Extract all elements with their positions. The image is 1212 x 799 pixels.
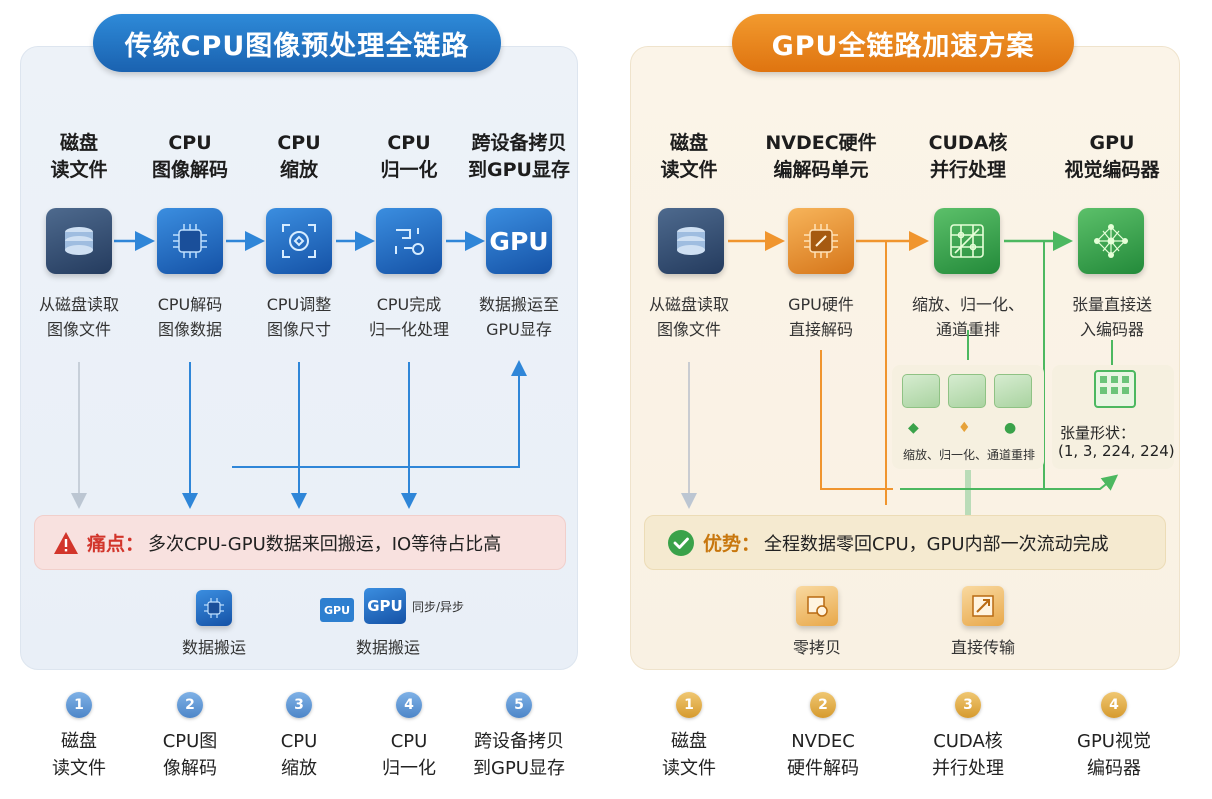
right-numbered-label-4: GPU视觉 编码器 <box>1077 731 1151 779</box>
right-step-desc-4: 张量直接送 入编码器 <box>1071 295 1152 339</box>
sync-async-note: 同步/异步 <box>412 600 465 614</box>
resize-icon <box>266 208 332 274</box>
chip-icon <box>788 208 854 274</box>
right-step-desc-2: GPU硬件 直接解码 <box>788 295 854 339</box>
right-numbered-label-1: 磁盘 读文件 <box>662 731 716 779</box>
tensor-label: 张量形状： <box>1060 424 1136 442</box>
left-number-3: 3 <box>286 692 312 718</box>
warning-icon <box>54 531 78 554</box>
zero-copy-icon <box>796 586 838 626</box>
left-number-1: 1 <box>66 692 92 718</box>
channel-reorder-op-icon <box>994 374 1032 408</box>
chip-icon <box>196 590 232 626</box>
normalize-op-icon <box>948 374 986 408</box>
tensor-icon <box>1094 370 1136 408</box>
left-step-label-2: CPU 图像解码 <box>151 132 228 181</box>
left-step-desc-4: CPU完成 归一化处理 <box>368 295 449 339</box>
gpu-big-icon: GPU <box>364 588 406 624</box>
direct-transfer-icon <box>962 586 1004 626</box>
left-step-label-5: 跨设备拷贝 到GPU显存 <box>468 132 570 181</box>
mug-icon: ● <box>1004 420 1017 436</box>
right-step-label-1: 磁盘 读文件 <box>660 132 718 181</box>
left-step-desc-3: CPU调整 图像尺寸 <box>266 295 332 339</box>
diamond-icon: ◆ <box>908 420 919 436</box>
resize-op-icon <box>902 374 940 408</box>
right-number-2: 2 <box>810 692 836 718</box>
left-numbered-label-4: CPU 归一化 <box>382 731 436 779</box>
right-bottom-label-2: 直接传输 <box>950 638 1015 657</box>
left-numbered-label-5: 跨设备拷贝 到GPU显存 <box>473 731 565 779</box>
right-step-desc-3: 缩放、归一化、 通道重排 <box>911 295 1024 339</box>
disk-icon <box>658 208 724 274</box>
tensor-shape: (1, 3, 224, 224) <box>1058 442 1175 460</box>
disk-icon <box>46 208 112 274</box>
left-numbered-label-1: 磁盘 读文件 <box>52 731 106 779</box>
check-icon <box>668 529 694 556</box>
left-number-2: 2 <box>177 692 203 718</box>
right-bottom-label-1: 零拷贝 <box>792 638 841 657</box>
left-step-desc-1: 从磁盘读取 图像文件 <box>38 295 119 339</box>
pain-point-banner: 痛点： 多次CPU-GPU数据来回搬运，IO等待占比高 <box>34 515 566 570</box>
left-number-4: 4 <box>396 692 422 718</box>
left-numbered-label-3: CPU 缩放 <box>280 731 318 779</box>
left-numbered-label-2: CPU图 像解码 <box>162 731 218 779</box>
right-step-label-4: GPU 视觉编码器 <box>1064 132 1160 181</box>
sub-ops-label: 缩放、归一化、通道重排 <box>902 448 1035 462</box>
right-number-1: 1 <box>676 692 702 718</box>
left-step-desc-5: 数据搬运至 GPU显存 <box>478 295 559 339</box>
left-bottom-label-2: 数据搬运 <box>355 638 420 657</box>
right-step-label-2: NVDEC硬件 编解码单元 <box>765 132 877 181</box>
right-numbered-label-3: CUDA核 并行处理 <box>932 731 1004 779</box>
right-number-4: 4 <box>1101 692 1127 718</box>
pain-text: 多次CPU-GPU数据来回搬运，IO等待占比高 <box>148 533 502 555</box>
adv-text: 全程数据零回CPU，GPU内部一次流动完成 <box>764 533 1109 555</box>
gpu-small-icon: GPU <box>320 598 354 622</box>
left-number-5: 5 <box>506 692 532 718</box>
normalize-icon <box>376 208 442 274</box>
neural-network-icon <box>1078 208 1144 274</box>
pin-icon: ♦ <box>958 420 971 436</box>
right-numbered-label-2: NVDEC 硬件解码 <box>787 731 859 779</box>
pain-key: 痛点： <box>87 533 145 555</box>
right-step-label-3: CUDA核 并行处理 <box>928 132 1008 181</box>
left-bottom-label-1: 数据搬运 <box>181 638 246 657</box>
right-number-3: 3 <box>955 692 981 718</box>
right-title: GPU全链路加速方案 <box>732 14 1074 72</box>
left-step-label-3: CPU 缩放 <box>277 132 321 181</box>
left-step-label-1: 磁盘 读文件 <box>50 132 108 181</box>
circuit-icon <box>934 208 1000 274</box>
left-title: 传统CPU图像预处理全链路 <box>93 14 501 72</box>
right-step-desc-1: 从磁盘读取 图像文件 <box>648 295 729 339</box>
left-step-desc-2: CPU解码 图像数据 <box>157 295 223 339</box>
advantage-banner: 优势： 全程数据零回CPU，GPU内部一次流动完成 <box>644 515 1166 570</box>
gpu-icon: GPU <box>486 208 552 274</box>
chip-icon <box>157 208 223 274</box>
adv-key: 优势： <box>703 533 761 555</box>
left-step-label-4: CPU 归一化 <box>380 132 438 181</box>
